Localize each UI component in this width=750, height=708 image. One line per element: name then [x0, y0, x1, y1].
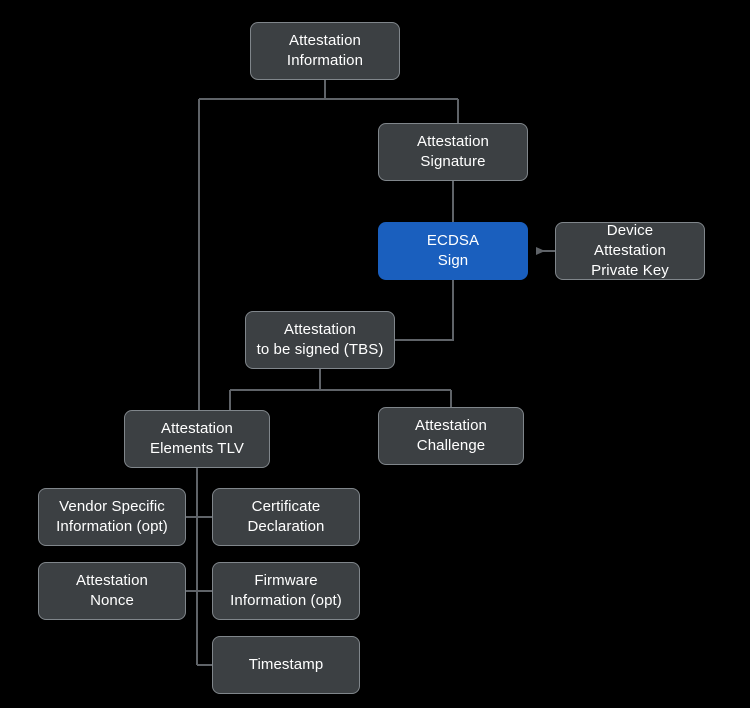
node-label: Attestation Elements TLV [149, 420, 245, 457]
node-attestation-elements-tlv[interactable]: Attestation Elements TLV [124, 410, 270, 468]
node-attestation-to-be-signed[interactable]: Attestation to be signed (TBS) [245, 311, 395, 369]
node-attestation-signature[interactable]: Attestation Signature [378, 123, 528, 181]
node-timestamp[interactable]: Timestamp [212, 636, 360, 694]
node-label: Attestation Nonce [76, 572, 148, 609]
node-attestation-challenge[interactable]: Attestation Challenge [378, 407, 524, 465]
node-vendor-specific-information[interactable]: Vendor Specific Information (opt) [38, 488, 186, 546]
node-firmware-information[interactable]: Firmware Information (opt) [212, 562, 360, 620]
node-device-attestation-private-key[interactable]: Device Attestation Private Key [555, 222, 705, 280]
node-label: Attestation Signature [417, 133, 489, 170]
node-label: Timestamp [248, 656, 324, 674]
node-ecdsa-sign[interactable]: ECDSA Sign [378, 222, 528, 280]
connector-line [395, 280, 454, 341]
node-attestation-nonce[interactable]: Attestation Nonce [38, 562, 186, 620]
node-label: ECDSA Sign [426, 232, 480, 269]
node-attestation-information[interactable]: Attestation Information [250, 22, 400, 80]
connector-line [229, 369, 451, 411]
node-label: Attestation Information [286, 32, 364, 69]
node-label: Certificate Declaration [247, 498, 325, 535]
node-label: Firmware Information (opt) [230, 572, 342, 609]
node-label: Device Attestation Private Key [591, 222, 669, 279]
node-label: Attestation Challenge [415, 417, 487, 454]
node-label: Vendor Specific Information (opt) [56, 498, 168, 535]
node-certificate-declaration[interactable]: Certificate Declaration [212, 488, 360, 546]
node-label: Attestation to be signed (TBS) [256, 321, 384, 358]
